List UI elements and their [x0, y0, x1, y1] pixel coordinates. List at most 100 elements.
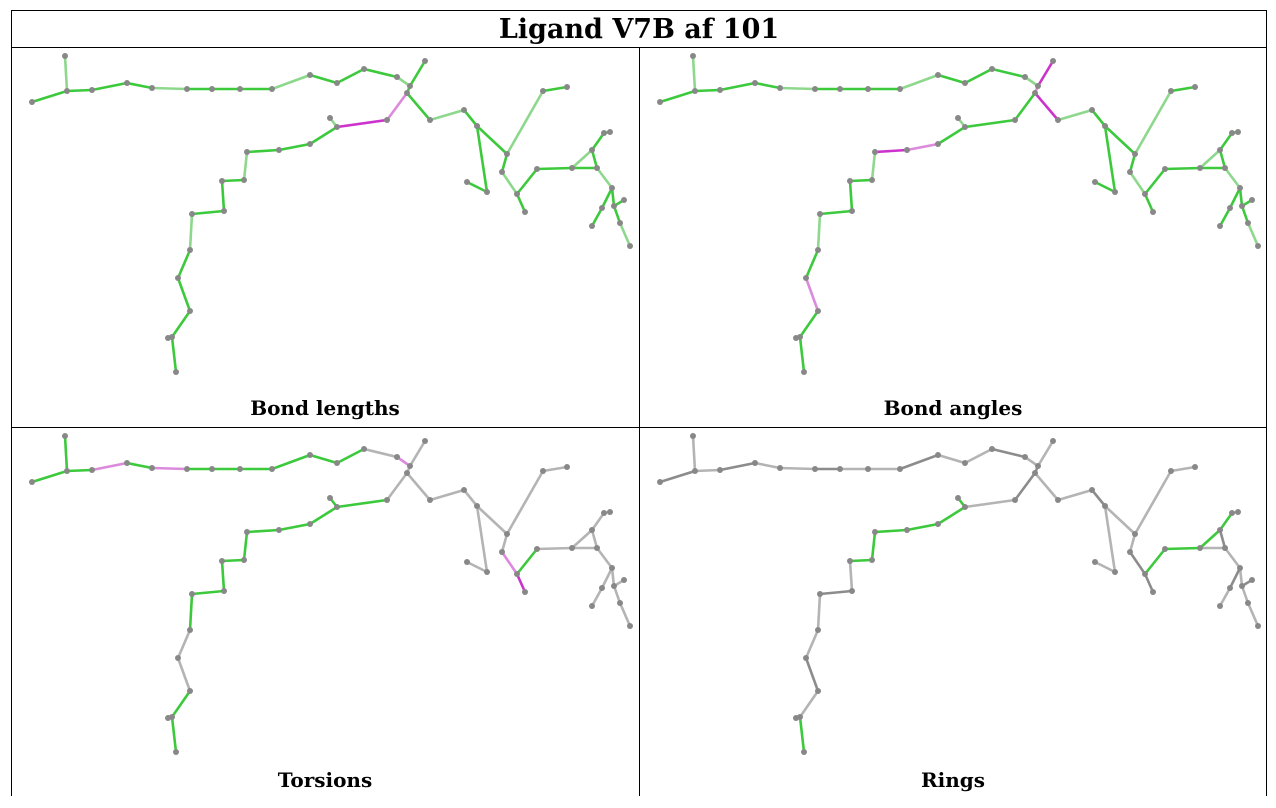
atom: [569, 545, 575, 551]
bond: [30, 469, 69, 484]
atom: [1222, 545, 1228, 551]
bond: [1103, 124, 1117, 194]
atom: [752, 460, 758, 466]
atom: [464, 559, 470, 565]
atom: [124, 80, 130, 86]
bond: [462, 108, 479, 128]
atom: [187, 627, 193, 633]
bond: [465, 560, 489, 574]
bond: [610, 186, 616, 208]
atom: [334, 124, 340, 130]
bond: [1163, 166, 1202, 171]
bond: [936, 453, 967, 465]
atom: [589, 147, 595, 153]
atom: [1132, 531, 1138, 537]
bond: [308, 505, 339, 526]
bond: [362, 67, 399, 79]
atom: [244, 529, 250, 535]
bond: [385, 471, 409, 502]
atom: [534, 546, 540, 552]
bond: [1103, 504, 1137, 536]
bond: [618, 221, 632, 248]
bond: [1228, 186, 1242, 210]
bond: [848, 558, 874, 563]
atom: [187, 688, 193, 694]
bond: [125, 461, 154, 470]
figure-title: Ligand V7B af 101: [498, 13, 780, 45]
atom: [869, 177, 875, 183]
atom: [334, 80, 340, 86]
bond: [595, 546, 614, 570]
atom: [752, 80, 758, 86]
bond: [691, 434, 697, 473]
atom: [499, 169, 505, 175]
bond: [1033, 471, 1060, 502]
atom: [564, 464, 570, 470]
bond: [1013, 91, 1037, 122]
atom: [189, 591, 195, 597]
bond: [1036, 439, 1055, 468]
bond: [818, 589, 854, 596]
bond: [63, 54, 69, 93]
atom: [847, 178, 853, 184]
bond: [848, 559, 854, 593]
bond: [804, 248, 820, 280]
atom: [237, 466, 243, 472]
atom: [962, 80, 968, 86]
bond: [475, 504, 489, 574]
bond: [220, 178, 246, 183]
atom: [173, 749, 179, 755]
atom: [1102, 503, 1108, 509]
bond: [804, 656, 820, 693]
atom: [564, 84, 570, 90]
bond: [1198, 148, 1222, 170]
atom: [955, 495, 961, 501]
atom: [540, 88, 546, 94]
atom: [276, 147, 282, 153]
atom: [219, 558, 225, 564]
bond: [245, 148, 281, 154]
bond: [405, 91, 432, 122]
atom: [1142, 191, 1148, 197]
atom: [276, 527, 282, 533]
bond: [1218, 131, 1234, 152]
atom: [872, 149, 878, 155]
bond: [990, 67, 1027, 79]
atom: [404, 90, 410, 96]
atom: [244, 149, 250, 155]
atom: [817, 211, 823, 217]
bond: [515, 572, 527, 594]
bond: [188, 592, 194, 632]
bond: [1223, 546, 1242, 570]
bond: [362, 447, 399, 459]
bond: [658, 469, 697, 484]
atom: [237, 86, 243, 92]
molecule-diagram-bond-angles: [657, 53, 1261, 375]
atom: [1012, 497, 1018, 503]
bond: [600, 566, 614, 590]
bond: [308, 125, 339, 146]
atom: [601, 130, 607, 136]
atom: [601, 510, 607, 516]
bond: [848, 179, 854, 213]
bond: [870, 530, 877, 562]
atom: [865, 466, 871, 472]
bond: [335, 67, 366, 85]
atom: [361, 446, 367, 452]
bond: [170, 335, 178, 374]
bond: [816, 212, 822, 252]
atom: [837, 466, 843, 472]
bond: [308, 453, 339, 465]
atom: [1092, 559, 1098, 565]
atom: [1245, 220, 1251, 226]
bond: [1036, 59, 1055, 88]
atom: [904, 527, 910, 533]
atom: [327, 115, 333, 121]
atom: [599, 205, 605, 211]
bond: [277, 142, 312, 152]
atom: [422, 58, 428, 64]
atom: [1132, 151, 1138, 157]
bond: [190, 209, 226, 216]
atom: [1022, 454, 1028, 460]
atom: [847, 558, 853, 564]
